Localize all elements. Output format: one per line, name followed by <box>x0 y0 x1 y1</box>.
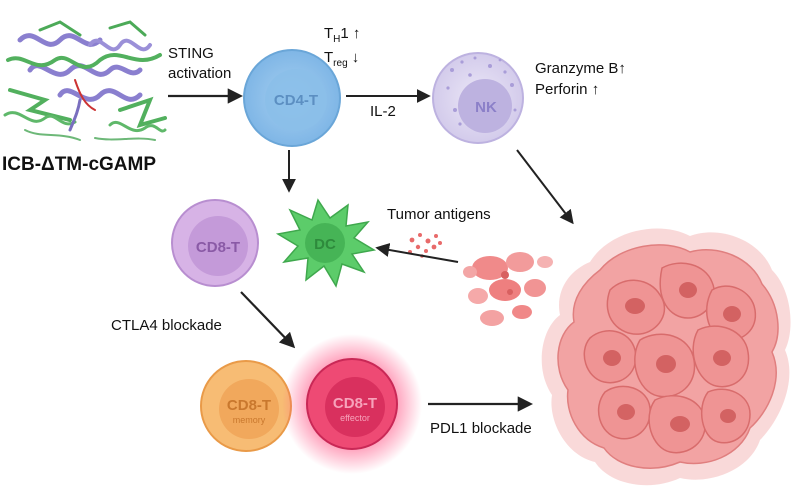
nk-label: NK <box>475 99 497 116</box>
cd8-effector-label: CD8-T <box>333 395 377 412</box>
treg-annotation: Treg ↓ <box>324 49 359 69</box>
cd8-t-memory-cell: CD8-T memory <box>200 360 292 452</box>
cd8-t-effector-cell: CD8-T effector <box>282 334 422 474</box>
cd8-memory-sublabel: memory <box>233 415 266 425</box>
perforin-annotation: Perforin ↑ <box>535 81 599 98</box>
th1-annotation: TH1 ↑ <box>324 25 360 45</box>
nk-to-tumor-arrow <box>516 149 574 225</box>
cd4-t-cell: CD4-T <box>243 49 341 147</box>
cd8-memory-label: CD8-T <box>227 397 271 414</box>
dendritic-cell: DC <box>275 198 377 288</box>
antigen-to-dc-arrow <box>375 243 459 263</box>
pdl1-label: PDL1 blockade <box>430 420 532 437</box>
cd4-label: CD4-T <box>274 92 318 109</box>
tumor-antigens-label: Tumor antigens <box>387 206 491 223</box>
il2-label: IL-2 <box>370 103 396 120</box>
dc-label: DC <box>314 236 336 253</box>
protein-label: ICB-ΔTM-cGAMP <box>2 154 156 175</box>
cd8-t-cell: CD8-T <box>171 199 259 287</box>
activation-label: activation <box>168 65 231 82</box>
cd8-effector-sublabel: effector <box>340 413 370 423</box>
sting-label: STING <box>168 45 214 62</box>
ctla4-arrow <box>240 291 296 349</box>
tumor-mass <box>541 228 791 486</box>
cd8-label: CD8-T <box>196 239 240 256</box>
nk-cell: NK <box>432 52 524 144</box>
protein-structure-image <box>3 20 167 141</box>
ctla4-label: CTLA4 blockade <box>111 317 222 334</box>
tumor-fragments <box>463 252 553 326</box>
granzyme-annotation: Granzyme B↑ <box>535 60 626 77</box>
